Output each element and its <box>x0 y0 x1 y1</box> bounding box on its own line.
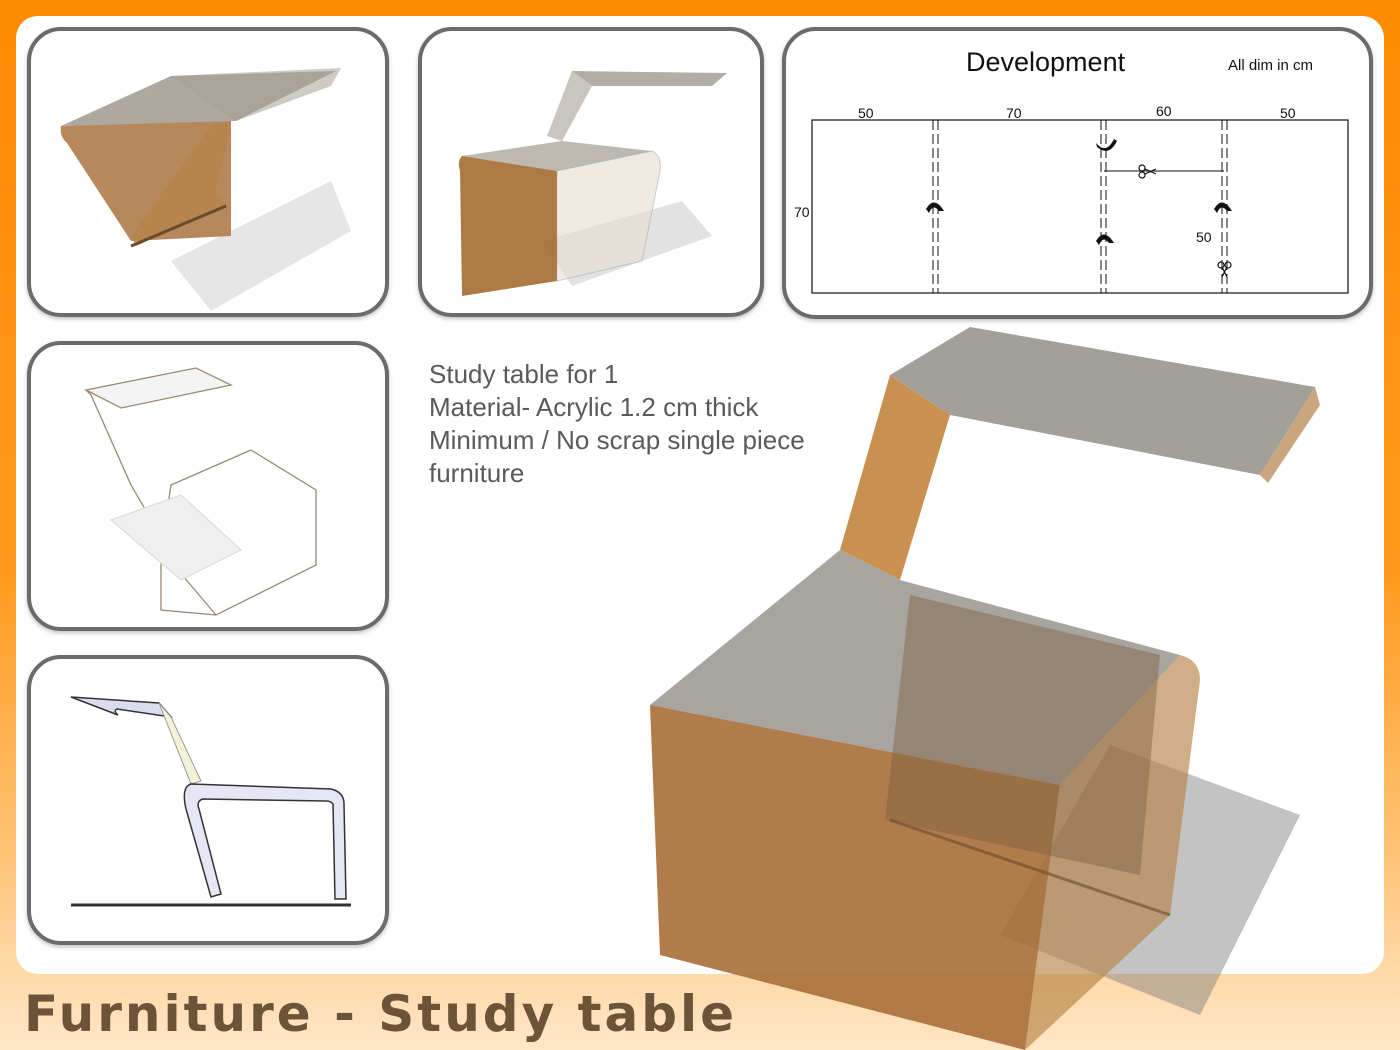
dim-top-2: 70 <box>1006 105 1022 121</box>
dim-top-3: 60 <box>1156 103 1172 119</box>
table-render-angled <box>60 68 351 311</box>
render-panel-1 <box>27 27 389 317</box>
render-panel-2 <box>418 27 764 317</box>
dim-inner: 50 <box>1196 229 1212 245</box>
render-panel-3 <box>27 341 389 631</box>
dimension-note: All dim in cm <box>1228 57 1314 74</box>
fold-arrow-icon <box>926 139 1232 245</box>
dim-top-1: 50 <box>858 105 874 121</box>
development-title: Development <box>966 47 1126 77</box>
scissors-icon <box>1138 164 1232 278</box>
description-line-4: furniture <box>429 458 525 488</box>
dim-left: 70 <box>794 204 810 220</box>
chair-transparent-view <box>84 367 317 616</box>
development-panel: Development All dim in cm 50 70 60 50 70… <box>782 27 1373 319</box>
render-panel-4 <box>27 655 389 945</box>
development-sheet <box>811 119 1349 294</box>
dim-top-4: 50 <box>1280 105 1296 121</box>
main-chair-render <box>650 327 1320 1050</box>
chair-render <box>458 71 727 296</box>
product-description: Study table for 1 Material- Acrylic 1.2 … <box>429 358 805 490</box>
description-line-3: Minimum / No scrap single piece <box>429 425 805 455</box>
chair-side-profile <box>70 696 351 907</box>
page-title: Furniture - Study table <box>24 985 738 1043</box>
description-line-1: Study table for 1 <box>429 359 619 389</box>
description-line-2: Material- Acrylic 1.2 cm thick <box>429 392 759 422</box>
